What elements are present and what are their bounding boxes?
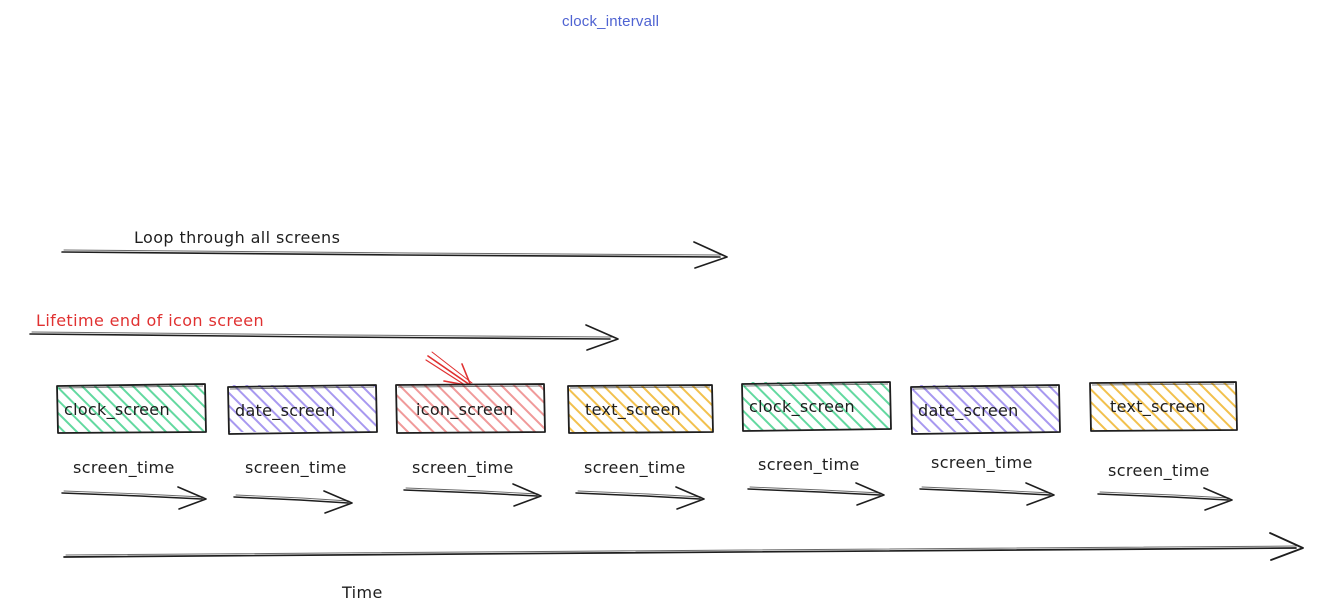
loop-arrow <box>61 241 728 269</box>
lifetime-arrow <box>29 324 619 351</box>
screen-box-label: date_screen <box>918 401 1019 421</box>
icon-screen-pointer-arrow <box>425 351 473 388</box>
lifetime-end-label: Lifetime end of icon screen <box>36 311 264 330</box>
screen-time-arrow-2: screen_time <box>233 458 353 514</box>
screen-box-label: icon_screen <box>416 400 514 420</box>
screen-time-label: screen_time <box>584 458 686 478</box>
screen-time-label: screen_time <box>758 455 860 475</box>
screen-box-label: clock_screen <box>64 400 170 420</box>
screen-time-label: screen_time <box>931 453 1033 473</box>
screen-time-label: screen_time <box>245 458 347 478</box>
screen-box-text-screen-2[interactable]: text_screen <box>1089 381 1238 432</box>
screen-box-date-screen-1[interactable]: date_screen <box>227 384 378 435</box>
screen-time-arrow-7: screen_time <box>1097 461 1233 511</box>
screen-time-arrow-5: screen_time <box>747 455 885 506</box>
screen-time-arrow-4: screen_time <box>575 458 705 510</box>
page-title: clock_intervall <box>562 13 660 30</box>
screen-box-label: date_screen <box>235 401 336 421</box>
screen-time-arrow-3: screen_time <box>403 458 542 507</box>
screen-box-text-screen-1[interactable]: text_screen <box>567 384 714 434</box>
screen-box-group: clock_screen date_screen icon_screen <box>56 381 1238 435</box>
screen-time-arrow-6: screen_time <box>919 453 1055 506</box>
screen-time-label: screen_time <box>1108 461 1210 481</box>
time-axis-arrow <box>63 532 1304 561</box>
screen-box-clock-screen-2[interactable]: clock_screen <box>741 381 892 432</box>
screen-time-arrow-1: screen_time <box>61 458 207 510</box>
loop-through-label: Loop through all screens <box>134 228 340 247</box>
time-axis-label: Time <box>341 583 383 602</box>
screen-box-date-screen-2[interactable]: date_screen <box>910 384 1061 435</box>
screen-box-label: text_screen <box>1110 397 1206 417</box>
screen-box-label: clock_screen <box>749 397 855 417</box>
screen-box-icon-screen[interactable]: icon_screen <box>395 383 546 434</box>
screen-box-label: text_screen <box>585 400 681 420</box>
screen-box-clock-screen-1[interactable]: clock_screen <box>56 383 207 434</box>
screen-time-label: screen_time <box>73 458 175 478</box>
screen-time-group: screen_time screen_time screen_time <box>61 453 1233 514</box>
screen-time-label: screen_time <box>412 458 514 478</box>
